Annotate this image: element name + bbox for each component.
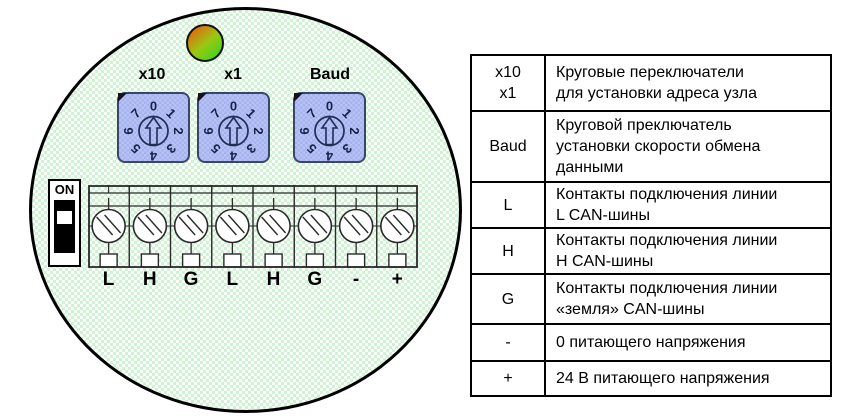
dial-digit: 2 [251,127,266,134]
dial-digit: 2 [171,127,186,134]
status-led [186,24,224,62]
dial-digit: 3 [243,141,259,157]
dial-ring [314,115,345,147]
terminal-lug [140,253,160,268]
dial-digit: 4 [149,149,157,162]
dial-ring [138,115,169,147]
dial-digit: 7 [304,105,320,121]
legend-term: x10 x1 [470,54,546,112]
dial-digit: 0 [230,99,237,114]
terminal-label: G [183,269,199,290]
dial-digit: 2 [347,127,362,134]
terminal-screw [338,208,374,244]
legend-description: Контакты подключения линии L CAN-шины [544,181,832,229]
rotary-label-x1: x1 [224,66,242,83]
legend-term: + [470,360,546,397]
dial-digit: 4 [229,149,237,162]
terminal-screw [132,208,168,244]
legend-term: Baud [470,110,546,183]
dip-slider [54,200,75,253]
rotary-label-x10: x10 [138,66,166,83]
dial-arrow [320,116,339,146]
dial-digit: 5 [128,141,144,157]
terminal-label: H [266,269,281,290]
corner-mark [294,93,303,102]
legend-description: Круговые переключатели для установки адр… [544,54,832,112]
dial-digit: 1 [339,105,355,121]
terminal-label: L [226,269,239,290]
dial-digit: 3 [339,141,355,157]
terminal-block [88,185,418,268]
legend-description: 24 В питающего напряжения [544,360,832,397]
legend-row: +24 В питающего напряжения [470,360,832,397]
dial-digit: 7 [208,105,224,121]
terminal-lug [305,253,325,268]
terminal-lug [181,253,201,268]
legend-description: Круговой преключатель установки скорости… [544,110,832,183]
terminal-labels: L H G L H G - + [88,269,418,291]
dial-digit: 3 [163,141,179,157]
terminal-screw [380,208,415,244]
dip-switch: ON [48,179,81,267]
corner-mark [198,93,207,102]
legend-description: Контакты подключения линии H CAN-шины [544,227,832,275]
legend-row: -0 питающего напряжения [470,323,832,362]
dial-digit: 6 [201,127,216,134]
dial-digit: 1 [163,105,179,121]
dip-slider-notch [57,211,72,224]
terminal-lug [388,253,407,268]
device-face [29,7,462,413]
dial-digit: 5 [304,141,320,157]
dial-digit: 6 [121,127,136,134]
dial-digit: 5 [208,141,224,157]
terminal-screw [215,208,250,244]
terminal-lug [223,253,242,268]
terminal-label: - [352,269,360,290]
terminal-lug [346,253,366,268]
dial-digit: 1 [243,105,259,121]
dial-ring [218,115,249,147]
legend-term: G [470,273,546,325]
dial-arrow [144,116,163,146]
terminal-label: H [142,269,157,290]
legend-term: - [470,323,546,362]
terminal-screw [91,208,126,244]
legend-description: 0 питающего напряжения [544,323,832,362]
dial-digit: 7 [128,105,144,121]
legend-term: L [470,181,546,229]
dip-switch-label: ON [54,182,75,197]
dial-digit: 0 [326,99,333,114]
terminal-label: G [307,269,323,290]
dial-digit: 4 [325,149,333,162]
rotary-label-baud: Baud [310,66,350,83]
dial-arrow [224,116,243,146]
terminal-screw [173,208,209,244]
legend-term: H [470,227,546,275]
terminal-screw [256,208,291,244]
terminal-lug [264,253,283,268]
legend-description: Контакты подключения линии «земля» CAN-ш… [544,273,832,325]
terminal-label: L [102,269,115,290]
dial-digit: 0 [150,99,157,114]
terminal-lug [99,253,118,268]
terminal-label: + [391,269,403,290]
terminal-screw [297,208,333,244]
corner-mark [118,93,127,102]
dial-digit: 6 [297,127,312,134]
